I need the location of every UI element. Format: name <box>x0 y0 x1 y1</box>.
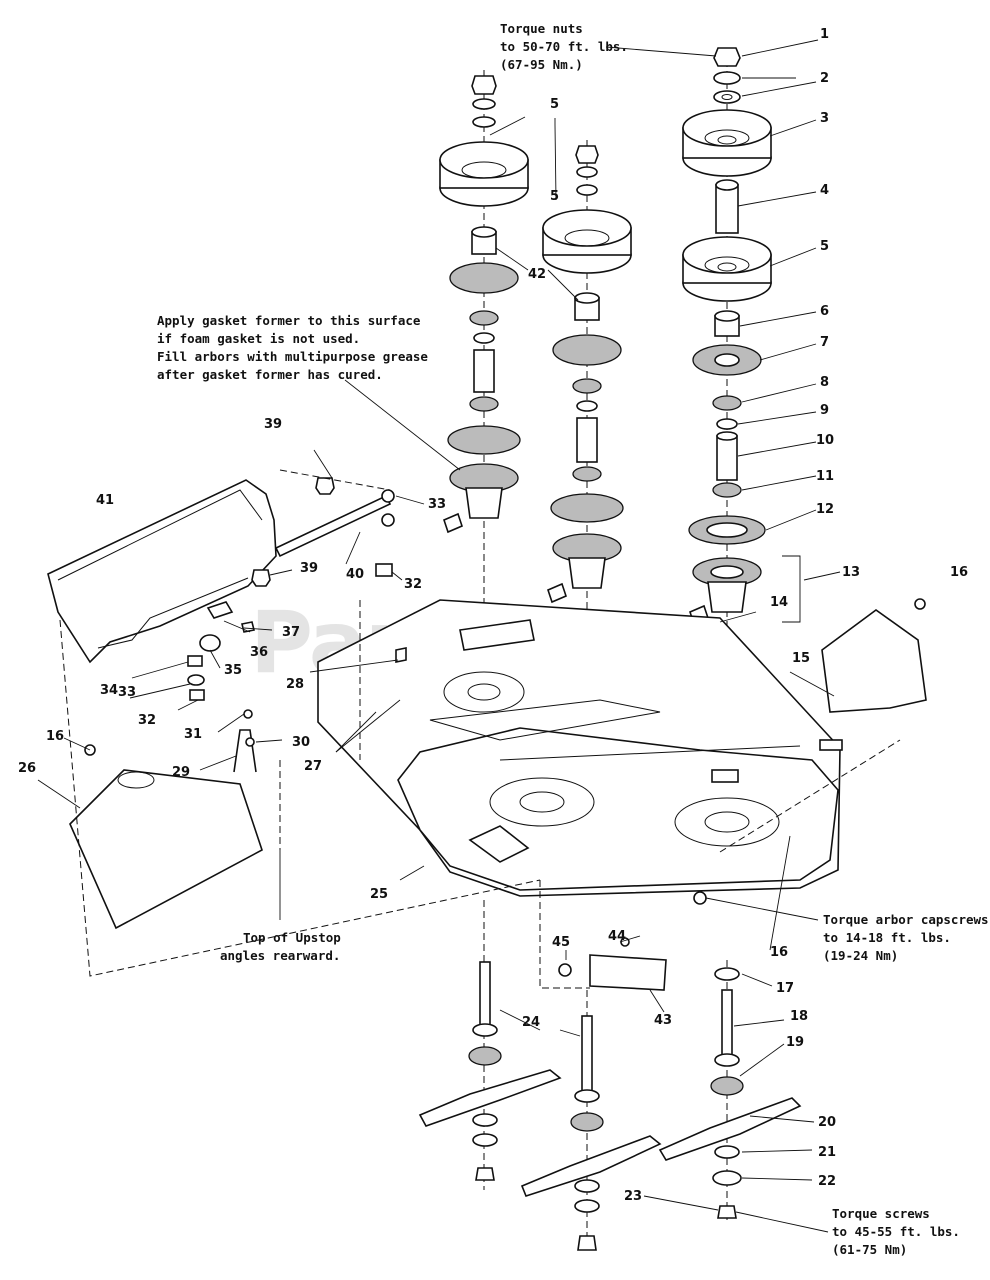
callout: 28 <box>286 677 304 692</box>
callout: 7 <box>820 335 829 350</box>
callout: 3 <box>820 111 829 126</box>
spindle-cover <box>821 609 927 713</box>
mower-deck-housing <box>317 599 843 905</box>
svg-text:Top of Upstop: Top of Upstop <box>243 930 341 945</box>
svg-text:if foam gasket is not used.: if foam gasket is not used. <box>157 331 360 346</box>
callout: 34 <box>100 683 118 698</box>
note-gasket-former: Apply gasket former to this surface if f… <box>157 313 428 382</box>
callout: 5 <box>820 239 829 254</box>
callout: 21 <box>818 1145 836 1160</box>
note-torque-nuts: Torque nuts to 50-70 ft. lbs. (67-95 Nm.… <box>500 21 628 72</box>
callout: 33 <box>118 685 136 700</box>
callout: 29 <box>172 765 190 780</box>
callout: 41 <box>96 493 114 508</box>
svg-text:to 14-18 ft. lbs.: to 14-18 ft. lbs. <box>823 930 951 945</box>
callout: 2 <box>820 71 829 86</box>
callout: 16 <box>770 945 788 960</box>
callout: 45 <box>552 935 570 950</box>
callout: 20 <box>818 1115 836 1130</box>
callout: 37 <box>282 625 300 640</box>
svg-text:angles rearward.: angles rearward. <box>220 948 340 963</box>
callout: 16 <box>46 729 64 744</box>
alignment-lines <box>59 469 901 989</box>
svg-text:(67-95 Nm.): (67-95 Nm.) <box>500 57 583 72</box>
callout: 40 <box>346 567 364 582</box>
callout: 23 <box>624 1189 642 1204</box>
callout: 33 <box>428 497 446 512</box>
callout: 35 <box>224 663 242 678</box>
callout: 26 <box>18 761 36 776</box>
callout: 44 <box>608 929 626 944</box>
callout: 27 <box>304 759 322 774</box>
callout: 14 <box>770 595 788 610</box>
svg-text:to 45-55 ft. lbs.: to 45-55 ft. lbs. <box>832 1224 960 1239</box>
callout: 18 <box>790 1009 808 1024</box>
note-upstop: Top of Upstop angles rearward. <box>220 930 341 963</box>
left-spindle-stack <box>439 70 529 650</box>
callout: 6 <box>820 304 829 319</box>
callout: 32 <box>138 713 156 728</box>
callout: 8 <box>820 375 829 390</box>
svg-text:after gasket former has cured.: after gasket former has cured. <box>157 367 383 382</box>
callout: 22 <box>818 1174 836 1189</box>
callout: 1 <box>820 27 829 42</box>
callout: 16 <box>950 565 968 580</box>
idler-arm <box>274 494 392 558</box>
callout: 17 <box>776 981 794 996</box>
callout: 5 <box>550 97 559 112</box>
callout: 43 <box>654 1013 672 1028</box>
belt-shield <box>47 479 277 664</box>
callout: 9 <box>820 403 829 418</box>
svg-text:Torque nuts: Torque nuts <box>500 21 583 36</box>
svg-text:Torque arbor capscrews: Torque arbor capscrews <box>823 912 989 927</box>
callout: 42 <box>528 267 546 282</box>
svg-text:Torque screws: Torque screws <box>832 1206 930 1221</box>
callout: 19 <box>786 1035 804 1050</box>
svg-text:to 50-70 ft. lbs.: to 50-70 ft. lbs. <box>500 39 628 54</box>
callout: 12 <box>816 502 834 517</box>
baffle <box>589 954 667 991</box>
callout: 10 <box>816 433 834 448</box>
callout: 15 <box>792 651 810 666</box>
callout: 4 <box>820 183 829 198</box>
svg-text:Apply gasket former to this su: Apply gasket former to this surface <box>157 313 421 328</box>
callout: 39 <box>300 561 318 576</box>
note-arbor-capscrews: Torque arbor capscrews to 14-18 ft. lbs.… <box>823 912 989 963</box>
center-spindle-stack <box>542 140 632 760</box>
svg-text:(61-75 Nm): (61-75 Nm) <box>832 1242 907 1257</box>
front-shield <box>69 769 263 930</box>
right-spindle-stack <box>682 47 772 880</box>
leader-lines <box>37 39 841 1233</box>
note-torque-screws: Torque screws to 45-55 ft. lbs. (61-75 N… <box>832 1206 960 1257</box>
callout-numbers: 1 2 3 4 5 5 5 6 7 8 9 10 11 12 13 14 15 … <box>18 27 968 1204</box>
callout: 24 <box>522 1015 540 1030</box>
callout: 36 <box>250 645 268 660</box>
callout: 25 <box>370 887 388 902</box>
callout: 31 <box>184 727 202 742</box>
svg-text:Fill arbors with multipurpose: Fill arbors with multipurpose grease <box>157 349 428 364</box>
callout: 30 <box>292 735 310 750</box>
callout: 39 <box>264 417 282 432</box>
callout: 13 <box>842 565 860 580</box>
callout: 32 <box>404 577 422 592</box>
callout: 5 <box>550 189 559 204</box>
lower-spindle-assemblies <box>418 900 802 1251</box>
svg-text:(19-24 Nm): (19-24 Nm) <box>823 948 898 963</box>
callout: 11 <box>816 469 834 484</box>
